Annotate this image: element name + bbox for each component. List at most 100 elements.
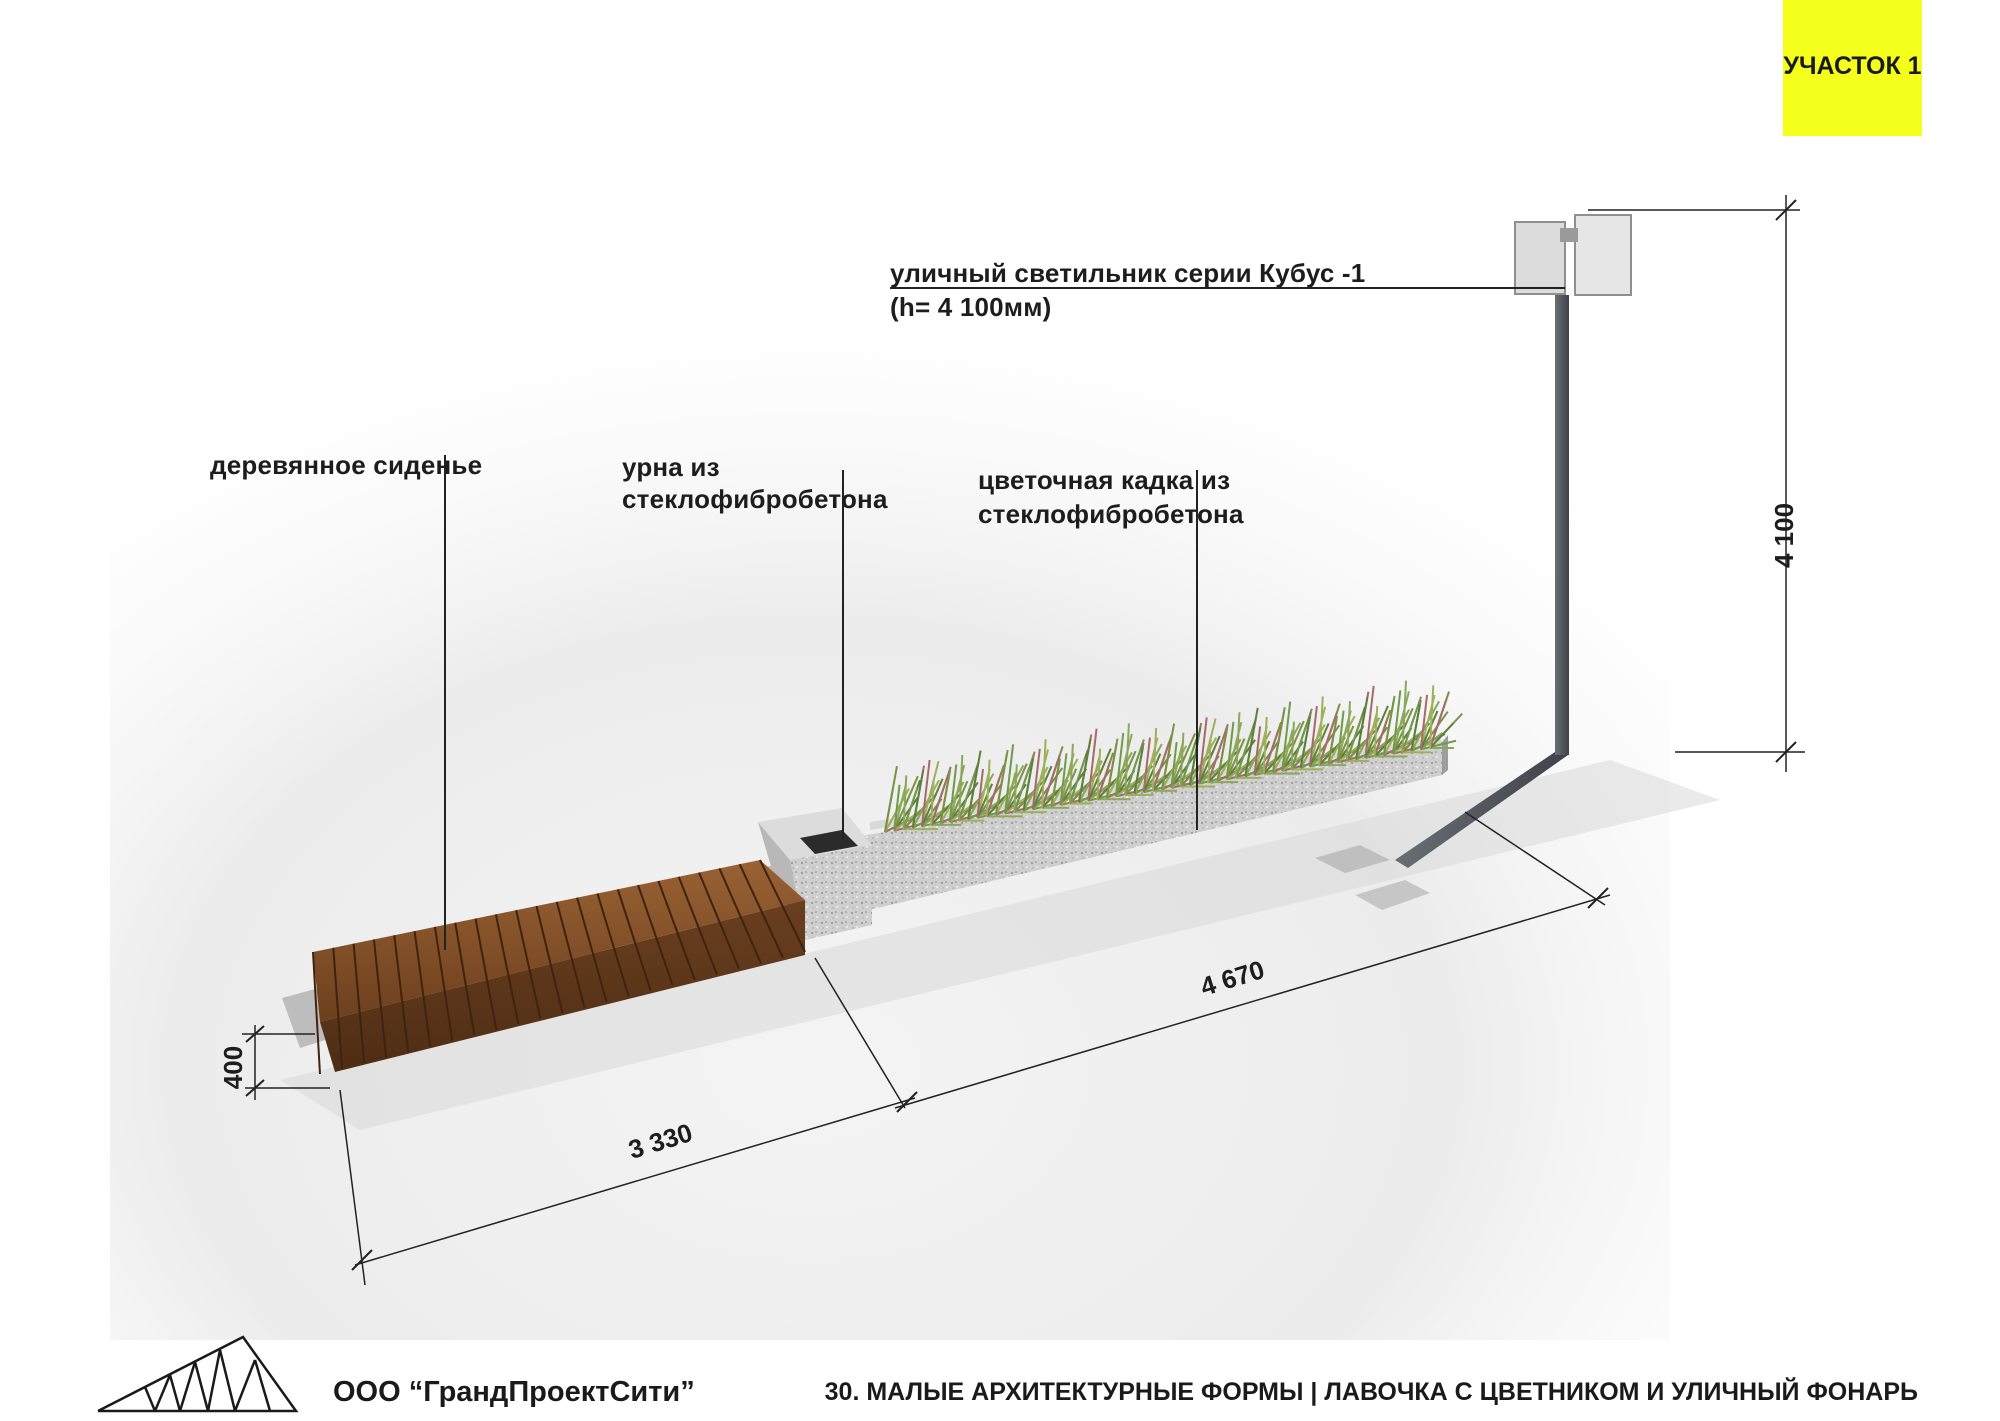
section-badge: УЧАСТОК 1 [1783, 0, 1922, 136]
bench-slats [312, 859, 806, 1075]
grass-blade [893, 797, 919, 832]
grass-blade [1050, 758, 1079, 807]
grass-blade [1253, 740, 1271, 776]
bench-slat-gap [759, 859, 806, 953]
grass-blade [1299, 716, 1312, 769]
grass-blade [1142, 737, 1151, 793]
grass-blade [1308, 705, 1318, 767]
grass-blade [1327, 746, 1361, 765]
grass-blade [1170, 741, 1178, 788]
bench-slat-gap [515, 909, 542, 1019]
grass-blade [985, 759, 991, 817]
dim-lamp-tick-top [1775, 199, 1797, 221]
dim-planter-line [894, 894, 1611, 1109]
grass-blade [1410, 704, 1421, 752]
grass-blade [1253, 740, 1280, 776]
bench-slat-gap [372, 939, 388, 1058]
grass-blade [1262, 730, 1280, 774]
urn-label-line2: стеклофибробетона [622, 484, 888, 514]
lamp-pole [1555, 295, 1569, 755]
grass-blade [1096, 748, 1102, 800]
grass-blade [930, 780, 935, 825]
grass-blade [1198, 717, 1208, 784]
grass-blade [1271, 711, 1285, 773]
grass-blade [1142, 753, 1162, 793]
grass-blade [1198, 762, 1227, 785]
grass-blade [976, 783, 994, 819]
bench-slat-gap [596, 893, 630, 997]
grass-blade [1133, 747, 1144, 794]
grass-blade [1364, 714, 1378, 759]
grass-blade [930, 766, 952, 826]
grass-blade [1420, 739, 1457, 751]
bench-slat-gap [677, 876, 718, 975]
grass-blade [902, 793, 937, 830]
grass-blade [1327, 720, 1338, 764]
grass-blade [1327, 715, 1356, 765]
grass-blade [994, 754, 1008, 816]
grass-blade [1170, 733, 1196, 789]
grass-blade [1281, 701, 1292, 771]
bench-slat-gap [332, 947, 344, 1069]
grass-blade [1364, 685, 1375, 759]
grass-blade [1429, 699, 1448, 749]
grass-blade [1087, 728, 1098, 801]
grass-blade [1244, 707, 1259, 777]
planter-grass [884, 680, 1463, 833]
section-badge-label: УЧАСТОК 1 [1783, 52, 1922, 80]
company-name: ООО “ГрандПроектСити” [333, 1376, 695, 1408]
dim-bench-line [354, 1097, 916, 1266]
grass-blade [1401, 680, 1408, 753]
bench-slat-gap [555, 901, 586, 1008]
grass-blade [1429, 685, 1435, 749]
grass-blade [957, 754, 964, 821]
bench-slat-gap [454, 922, 476, 1036]
grass-blade [1050, 762, 1061, 807]
dim-bench-tick-right [896, 1091, 918, 1113]
sheet-title: 30. МАЛЫЕ АРХИТЕКТУРНЫЕ ФОРМЫ | ЛАВОЧКА … [824, 1378, 1918, 1406]
grass-blade [1096, 760, 1112, 800]
grass-blade [1068, 743, 1074, 804]
grass-blade [939, 774, 951, 824]
lamp-base-plate-2 [1355, 880, 1430, 910]
grass-blade [1059, 753, 1068, 806]
grass-blade [1198, 718, 1217, 784]
grass-blade [1105, 743, 1118, 799]
dim-planter-tick-right [1587, 887, 1609, 909]
grass-blade [1225, 738, 1246, 780]
grass-blade [884, 766, 898, 833]
seat-label: деревянное сиденье [210, 450, 483, 480]
grass-blade [1151, 742, 1171, 792]
grass-blade [1188, 727, 1202, 786]
grass-blade [920, 759, 931, 827]
grass-blade [1216, 731, 1228, 781]
planter-end [1442, 735, 1448, 775]
grass-blade [957, 769, 977, 821]
grass-blade [948, 764, 958, 823]
grass-blade [1170, 741, 1185, 789]
grass-blade [893, 775, 919, 831]
grass-blade [1253, 726, 1262, 776]
grass-blade [976, 782, 1003, 819]
grass-blade [1336, 710, 1345, 763]
grass-blade [1373, 722, 1407, 758]
dim-lamp-tick-bottom [1775, 741, 1797, 763]
bench-slat-gap [738, 863, 784, 958]
grass-blade [1207, 723, 1229, 783]
bench-slat-gap [393, 935, 410, 1052]
grass-blade [1419, 694, 1429, 750]
grass-blade [893, 784, 901, 831]
bench-slat-gap [494, 914, 520, 1025]
grass-blade [1401, 696, 1422, 753]
grass-blade [1124, 723, 1130, 796]
grass-blade [1392, 690, 1402, 754]
dim-bench-ext-right [814, 957, 906, 1109]
bench-top [313, 860, 805, 1022]
bench-slat-gap [352, 943, 366, 1063]
grass-blade [1392, 691, 1410, 754]
urn-label-line1: урна из [622, 452, 720, 482]
grass-blade [1382, 700, 1395, 756]
grass-blade [1336, 725, 1355, 763]
background-shade [110, 250, 1670, 1340]
